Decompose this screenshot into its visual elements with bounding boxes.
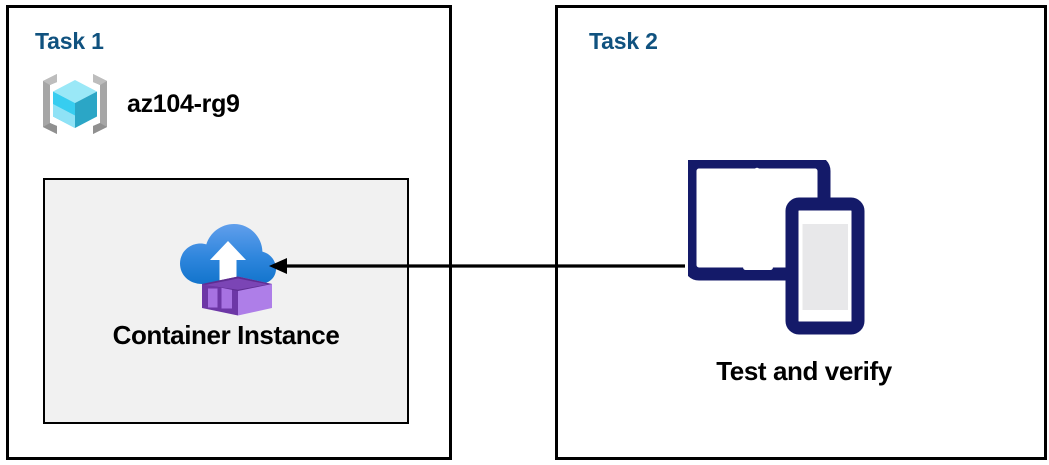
panel-title-task-1: Task 1 <box>35 28 104 54</box>
panel-task-1: Task 1 <box>6 5 452 460</box>
resource-group-row: az104-rg9 <box>37 66 240 142</box>
devices-tablet-phone-icon <box>683 155 873 345</box>
resource-group-icon <box>37 66 113 142</box>
panel-title-task-2: Task 2 <box>589 28 658 54</box>
container-instance-box: Container Instance <box>43 178 409 424</box>
resource-group-label: az104-rg9 <box>127 89 240 118</box>
container-instance-caption: Container Instance <box>112 320 340 350</box>
test-and-verify-caption: Test and verify <box>716 356 892 386</box>
container-instance-icon <box>172 208 280 321</box>
panel-task-2: Task 2 Test and verify <box>555 5 1047 460</box>
